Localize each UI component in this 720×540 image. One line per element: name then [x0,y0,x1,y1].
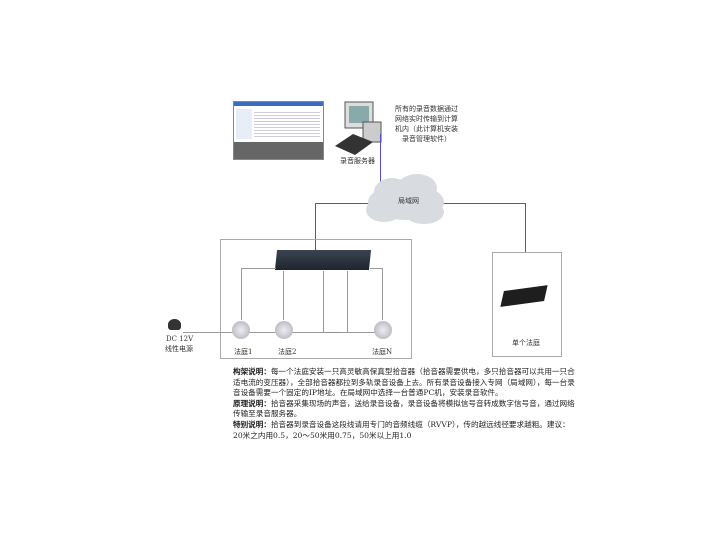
network-label: 局域网 [398,197,419,205]
microphone-icon [232,321,250,339]
network-line [440,203,526,204]
software-screenshot [233,101,324,160]
principle-note: 原理说明：拾音器采集现场的声音，送给录音设备，录音设备将模拟信号音转成数字信号音… [233,398,575,419]
single-court-box [492,252,562,357]
note-line: 网络实时传输到计算 [395,115,458,123]
architecture-note: 构架说明：每一个法庭安装一只高灵敏高保真型拾音器（拾音器需要供电，多只拾音器可以… [233,367,575,398]
recording-system-box [220,239,412,359]
audio-line [370,268,383,269]
network-line [315,203,375,204]
audio-line [347,271,348,333]
network-line [525,203,526,253]
audio-line [323,271,324,333]
microphone-icon [275,321,293,339]
power-adapter-icon [168,319,181,330]
server-label: 录音服务器 [340,157,375,165]
microphone-icon [374,321,392,339]
court-label: 法庭1 [234,348,253,356]
special-note: 特别说明：拾音器到录音设备这段线请用专门的音频线缆（RVVP），传的越远线径要求… [233,419,570,440]
court-label: 法庭N [372,348,393,356]
single-court-label: 单个法庭 [512,339,540,347]
network-line [315,203,316,251]
court-label: 法庭2 [278,348,297,356]
audio-line [382,268,383,320]
cloud-icon [366,174,444,224]
note-line: 所有的录音数据通过 [395,105,458,113]
description: 构架说明：每一个法庭安装一只高灵敏高保真型拾音器（拾音器需要供电，多只拾音器可以… [233,367,578,441]
audio-line [241,268,242,320]
audio-line [241,268,276,269]
server-note: 所有的录音数据通过 网络实时传输到计算 机内（此计算机安装 录音管理软件） [395,104,458,144]
network-line [380,134,381,184]
power-type: 线性电源 [165,345,193,353]
note-line: 机内（此计算机安装 [395,125,458,133]
audio-line [283,271,284,320]
recording-device [274,250,372,270]
power-voltage: DC 12V [166,335,194,343]
ellipsis: ...... [326,327,340,335]
note-line: 录音管理软件） [402,135,451,143]
computer-icon [335,101,382,155]
